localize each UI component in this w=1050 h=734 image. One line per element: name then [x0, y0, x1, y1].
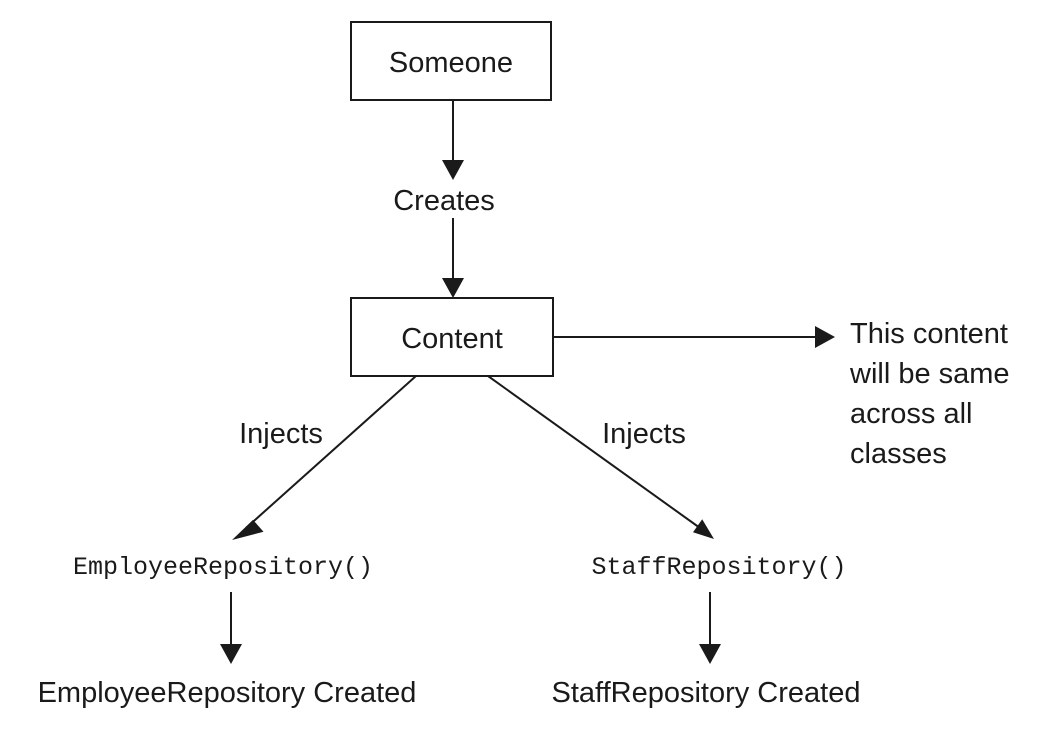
- staff-repository-call: StaffRepository(): [591, 553, 846, 582]
- someone-node: Someone: [350, 21, 552, 101]
- note-line-3: across all: [850, 398, 973, 430]
- staff-to-created-arrowhead: [699, 644, 721, 664]
- content-to-note-arrowhead: [815, 326, 835, 348]
- employee-created-label: EmployeeRepository Created: [38, 677, 417, 709]
- creates-label: Creates: [393, 185, 495, 217]
- note-line-1: This content: [850, 318, 1008, 350]
- content-to-staff-line: [487, 375, 701, 529]
- note-line-4: classes: [850, 438, 947, 470]
- staff-created-label: StaffRepository Created: [552, 677, 861, 709]
- content-label: Content: [401, 323, 503, 355]
- injects-left-label: Injects: [239, 418, 323, 450]
- note-text: This content will be same across all cla…: [849, 318, 1018, 470]
- content-node: Content: [350, 297, 554, 377]
- content-to-staff-arrowhead: [693, 519, 714, 539]
- someone-box: [350, 21, 552, 101]
- note-line-2: will be same: [849, 358, 1010, 390]
- employee-to-created-arrowhead: [220, 644, 242, 664]
- employee-repository-call: EmployeeRepository(): [73, 553, 373, 582]
- content-box: [350, 297, 554, 377]
- someone-to-creates-arrowhead: [442, 160, 464, 180]
- creates-to-content-arrowhead: [442, 278, 464, 298]
- content-to-employee-arrowhead: [232, 519, 264, 540]
- someone-label: Someone: [389, 47, 513, 79]
- injects-right-label: Injects: [602, 418, 686, 450]
- content-to-employee-line: [245, 375, 417, 529]
